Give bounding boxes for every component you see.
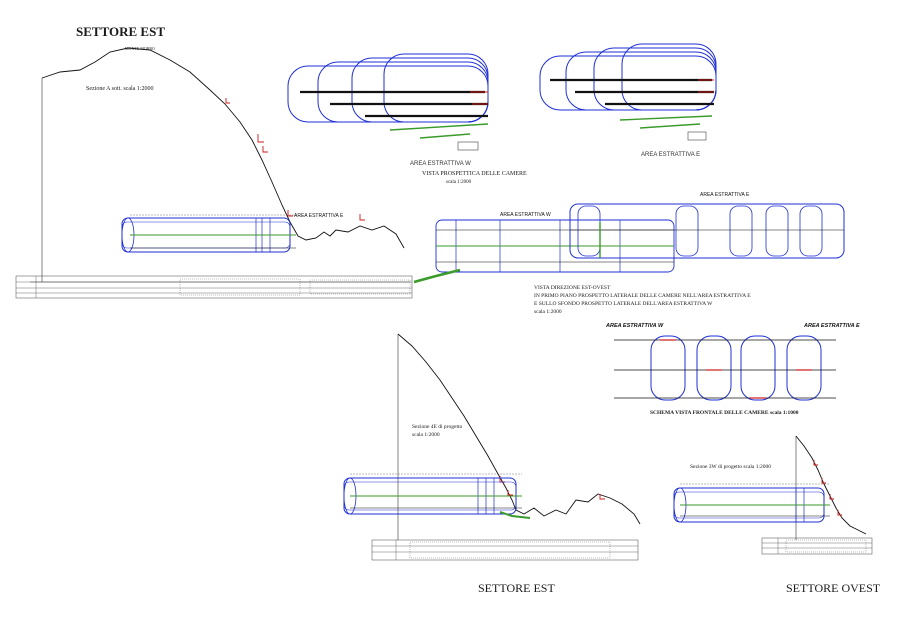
perspective-view-e [539,43,717,141]
section-4e-table [371,539,639,561]
section-3w-table [761,537,873,555]
frontal-schema [614,335,836,401]
perspective-title: VISTA PROSPETTICA DELLE CAMERE [422,171,527,177]
title-settore-est-top: SETTORE EST [76,24,165,39]
section-4e-label-2: scala 1:2000 [412,432,440,438]
frontal-area-w-label: AREA ESTRATTIVA W [605,323,664,329]
frontal-title: SCHEMA VISTA FRONTALE DELLE CAMERE scala… [650,410,799,416]
perspective-view-w [287,53,489,151]
section-3w-label: Sezione 3W di progetto scala 1:2000 [690,464,771,470]
eastwest-title: VISTA DIREZIONE EST-OVEST [534,285,611,291]
section-a-profile [30,47,410,283]
eastwest-area-e-label: AREA ESTRATTIVA E [700,192,750,198]
eastwest-view-w-background [413,219,675,284]
section-a-markers [225,98,365,221]
eastwest-line-1: IN PRIMO PIANO PROSPETTO LATERALE DELLE … [534,293,751,299]
title-settore-ovest: SETTORE OVEST [786,581,881,595]
perspective-e-label: AREA ESTRATTIVA E [641,152,700,158]
frontal-area-e-label: AREA ESTRATTIVA E [803,323,860,329]
section-a-area-e-label: AREA ESTRATTIVA E [294,213,344,219]
summit-label: MONTE MORRO [125,46,155,51]
section-3w-chambers [673,483,830,523]
section-a-chambers [121,214,296,253]
perspective-scale: scala 1:2000 [446,180,472,185]
section-a-table [15,275,413,299]
eastwest-scale: scala 1:2000 [534,309,562,315]
eastwest-view-e-foreground [569,203,845,259]
eastwest-area-w-label: AREA ESTRATTIVA W [500,212,551,218]
section-4e-chambers [343,473,531,519]
eastwest-line-2: E SULLO SFONDO PROSPETTO LATERALE DELL'A… [534,301,713,307]
perspective-w-label: AREA ESTRATTIVA W [410,161,471,167]
section-4e-label-1: Sezione 4E di progetto [412,424,463,430]
section-a-label: Sezione A sott. scala 1:2000 [86,86,154,92]
title-settore-est-bottom: SETTORE EST [478,581,555,595]
